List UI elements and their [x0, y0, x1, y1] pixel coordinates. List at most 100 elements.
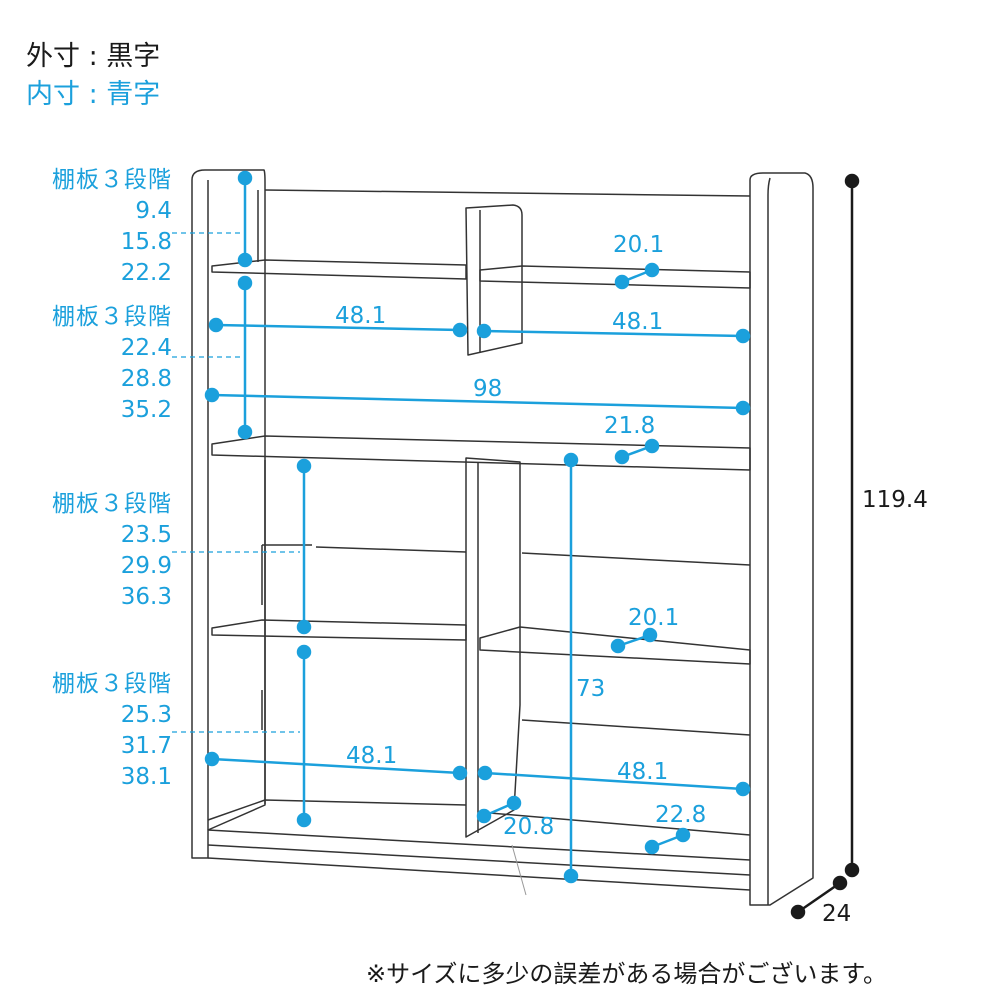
bottom-base [207, 857, 751, 891]
top-shelf-right [479, 265, 751, 289]
shelf-group-3: 棚板３段階 23.5 29.9 36.3 [30, 489, 172, 613]
dim-end-dot [644, 438, 660, 454]
dim-end-dot [476, 323, 492, 339]
dim-line-upper-right-width [483, 329, 744, 338]
inner-dimension-legend: 内寸 : 青字 [26, 79, 161, 110]
dim-end-dot [296, 644, 312, 660]
dim-end-dot [642, 627, 658, 643]
shelf-group-title: 棚板３段階 [52, 304, 172, 330]
dim-end-dot [204, 387, 220, 403]
shelf-group-value: 22.2 [120, 260, 172, 286]
bottom-back-left [207, 799, 467, 821]
dim-end-dot [477, 765, 493, 781]
shelf-group-value: 28.8 [120, 366, 172, 392]
dim-label-lower-depth: 20.1 [628, 605, 680, 631]
dim-end-dot [790, 904, 806, 920]
dim-end-dot [563, 868, 579, 884]
dim-line-upper-left-width [215, 323, 461, 332]
dim-line-bottom-right-width [484, 771, 744, 791]
shelf-group-title: 棚板３段階 [52, 671, 172, 697]
dim-label-upper-left-width: 48.1 [335, 303, 387, 329]
dim-label-top-depth: 20.1 [613, 232, 665, 258]
shelf-group-title: 棚板３段階 [52, 491, 172, 517]
top-shelf-left [211, 259, 467, 280]
shelf-group-value: 35.2 [120, 397, 172, 423]
bottom-front-top [207, 829, 751, 861]
lower-right-back-line-2 [521, 719, 751, 736]
shelf-group-1: 棚板３段階 9.4 15.8 22.2 [30, 165, 172, 289]
dim-end-dot [735, 781, 751, 797]
outer-dimension-legend: 外寸 : 黒字 [26, 41, 161, 72]
dim-end-dot [675, 827, 691, 843]
shelf-group-value: 38.1 [120, 764, 172, 790]
dim-end-dot [735, 400, 751, 416]
lower-left-shelf [211, 619, 467, 641]
bottom-front-bottom [207, 844, 751, 876]
bookshelf-outline [191, 169, 814, 906]
bottom-back-right [477, 811, 751, 836]
dim-end-dot [452, 322, 468, 338]
dim-end-dot [644, 262, 660, 278]
shelf-group-value: 23.5 [120, 522, 172, 548]
dim-label-lower-height: 73 [576, 676, 606, 702]
back-panel-top [264, 189, 751, 197]
dim-end-dot [208, 317, 224, 333]
dim-end-dot [237, 275, 253, 291]
dim-end-dot [237, 252, 253, 268]
inner-dimension-lines [204, 170, 751, 884]
shelf-group-value: 9.4 [135, 198, 172, 224]
dim-end-dot [563, 452, 579, 468]
lower-right-back-line [521, 552, 751, 566]
shelf-group-value: 15.8 [120, 229, 172, 255]
shelf-group-value: 31.7 [120, 733, 172, 759]
lower-right-shelf [479, 626, 751, 665]
dim-end-dot [296, 458, 312, 474]
shelf-group-value: 36.3 [120, 584, 172, 610]
lower-left-back-line [315, 546, 467, 553]
dim-end-dot [844, 173, 860, 189]
dim-label-bottom-right-depth: 22.8 [655, 802, 707, 828]
dim-line-outer-depth [797, 881, 841, 914]
right-panel-edge [767, 177, 771, 905]
shelf-group-value: 22.4 [120, 335, 172, 361]
dim-end-dot [832, 875, 848, 891]
size-tolerance-note: ※サイズに多少の誤差がある場合がございます。 [366, 960, 887, 988]
dim-end-dot [644, 839, 660, 855]
shelf-group-2: 棚板３段階 22.4 28.8 35.2 [30, 302, 172, 426]
dim-end-dot [296, 619, 312, 635]
middle-full-shelf [211, 435, 751, 471]
dim-end-dot [614, 449, 630, 465]
dim-label-upper-right-width: 48.1 [612, 309, 664, 335]
dim-label-outer-depth: 24 [822, 901, 852, 927]
dim-end-dot [506, 795, 522, 811]
dim-line-full-width [211, 393, 744, 410]
dim-line-bottom-left-width [211, 757, 461, 775]
dim-label-outer-height: 119.4 [862, 487, 928, 513]
dim-end-dot [296, 812, 312, 828]
right-side-panel [749, 172, 814, 906]
dim-end-dot [614, 274, 630, 290]
outer-dimension-lines [790, 173, 860, 920]
bottom-leader-line [511, 844, 527, 896]
dim-end-dot [237, 424, 253, 440]
dim-label-bottom-right-width: 48.1 [617, 759, 669, 785]
shelf-group-title: 棚板３段階 [52, 167, 172, 193]
dim-end-dot [610, 638, 626, 654]
dim-label-bottom-left-width: 48.1 [346, 743, 398, 769]
shelf-group-value: 25.3 [120, 702, 172, 728]
lower-center-partition [465, 457, 521, 838]
dim-end-dot [204, 751, 220, 767]
shelf-group-value: 29.9 [120, 553, 172, 579]
dim-end-dot [476, 808, 492, 824]
dim-label-full-width: 98 [473, 376, 503, 402]
shelf-group-4: 棚板３段階 25.3 31.7 38.1 [30, 669, 172, 793]
upper-center-partition [465, 204, 523, 356]
dim-label-mid-depth: 21.8 [604, 413, 656, 439]
dim-end-dot [237, 170, 253, 186]
dim-end-dot [844, 862, 860, 878]
dim-end-dot [735, 328, 751, 344]
dim-end-dot [452, 765, 468, 781]
shelf-group-leaders [172, 232, 300, 733]
dim-label-bottom-center-depth: 20.8 [503, 814, 555, 840]
